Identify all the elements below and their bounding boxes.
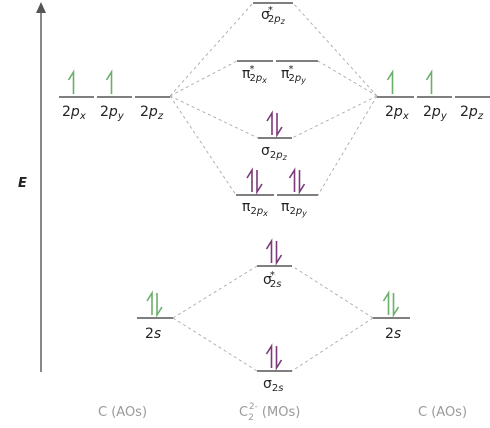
caption-middle: C22- (MOs) — [239, 402, 300, 423]
connector-left-sigma-2pz — [169, 95, 259, 139]
mo-pi-2px-electron-down — [256, 170, 263, 195]
mo-pi-2py-electron-up — [288, 167, 296, 192]
left-2px-label: 2px — [62, 104, 86, 122]
connector-left-sigma-2s — [172, 317, 258, 372]
mo-sigma-2pz-label: σ2pz — [261, 143, 288, 162]
correlation-lines — [169, 2, 378, 372]
mo-sigma-2s-electron-up — [265, 343, 273, 368]
connector-right-sigma-2s — [291, 317, 374, 372]
connector-left-pi-2px — [169, 95, 237, 196]
left-2s-label: 2s — [145, 326, 161, 342]
connector-left-sigma-star-2pz — [169, 2, 254, 97]
connector-left-pi-star-2px — [169, 60, 238, 97]
mo-pi-star-2px-label: π*2px — [242, 64, 267, 85]
left-2px-electron-up — [67, 69, 75, 94]
left-2s-electron-down — [156, 293, 163, 318]
left-2py-electron-up — [105, 69, 113, 94]
connector-right-pi-2py — [317, 95, 378, 196]
connector-right-sigma-2pz — [291, 95, 378, 139]
mo-sigma-star-2s-electron-down — [275, 241, 283, 266]
caption-left: C (AOs) — [98, 405, 147, 420]
right-2px-label: 2px — [385, 104, 409, 122]
right-2py-label: 2py — [423, 104, 448, 122]
mo-pi-star-2py-label: π*2py — [281, 64, 306, 85]
energy-axis-arrowhead — [36, 2, 46, 13]
mo-sigma-star-2s-label: σ*2s — [263, 270, 281, 290]
mo-sigma-star-2s-electron-up — [265, 238, 273, 263]
mo-sigma-2pz-electron-up — [266, 110, 273, 135]
energy-axis-label: E — [18, 176, 27, 191]
mo-pi-2px-label: π2px — [242, 199, 268, 218]
right-2pz-label: 2pz — [460, 104, 484, 122]
mo-pi-2px-electron-up — [246, 167, 253, 192]
left-2pz-label: 2pz — [140, 104, 164, 122]
left-2py-label: 2py — [100, 104, 125, 122]
connector-right-pi-star-2py — [317, 60, 378, 97]
mo-sigma-2s-label: σ2s — [263, 376, 283, 394]
right-2s-electron-up — [382, 290, 390, 315]
mo-sigma-star-2pz-label: σ*2pz — [261, 5, 286, 26]
mo-sigma-2s-electron-down — [275, 346, 283, 371]
mo-pi-2py-label: π2py — [281, 199, 307, 218]
left-2s-electron-up — [146, 290, 153, 315]
connector-left-sigma-star-2s — [172, 265, 258, 319]
connector-right-sigma-star-2pz — [292, 2, 378, 97]
mo-sigma-2pz-electron-down — [276, 113, 283, 138]
mo-pi-2py-electron-down — [298, 170, 306, 195]
right-2s-electron-down — [392, 293, 400, 318]
caption-right: C (AOs) — [418, 405, 467, 420]
connector-right-sigma-star-2s — [291, 265, 374, 319]
right-2py-electron-up — [425, 69, 433, 94]
right-2s-label: 2s — [385, 326, 401, 342]
right-2px-electron-up — [386, 69, 394, 94]
